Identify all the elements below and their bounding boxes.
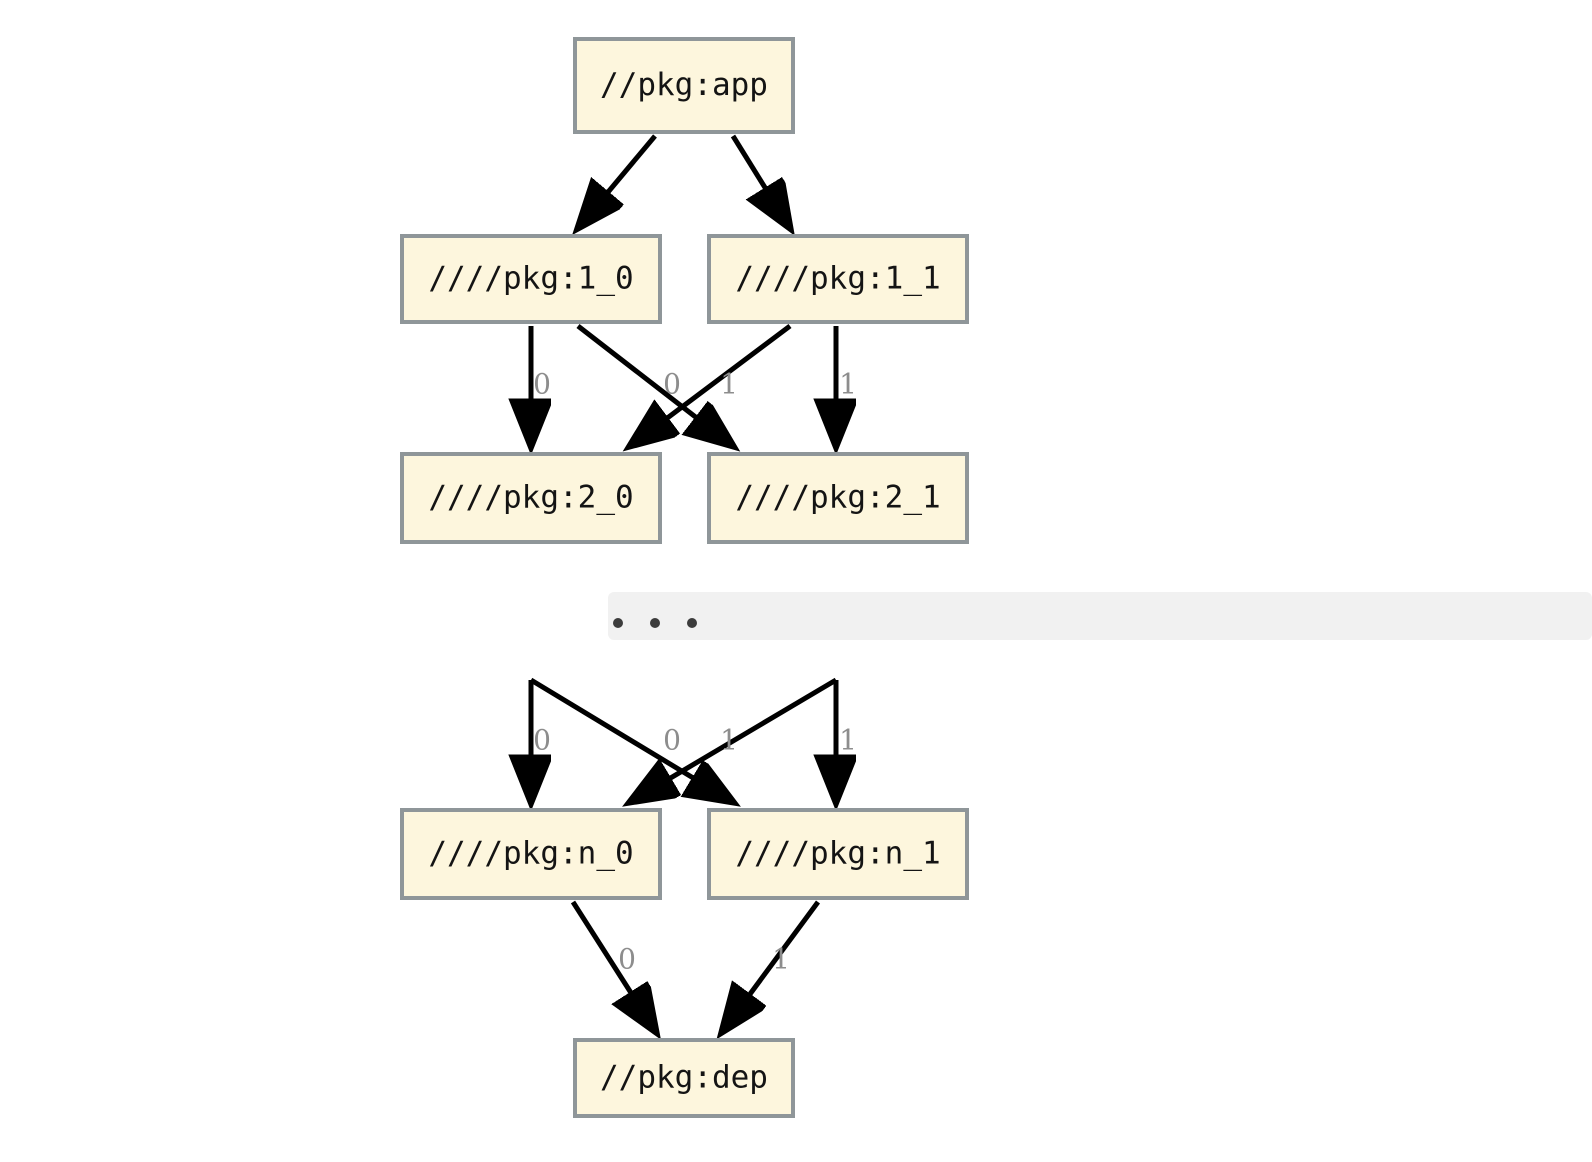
edge-label: 1 <box>772 943 790 976</box>
edges-layer: 0 0 1 1 0 0 1 1 0 1 <box>529 134 857 1032</box>
node-box[interactable] <box>400 808 662 900</box>
edge-label: 0 <box>618 943 636 976</box>
node-label: ////pkg:1_0 <box>428 261 633 297</box>
node-box[interactable] <box>707 452 969 544</box>
edge-label: 1 <box>839 724 857 757</box>
graph-edge: 0 <box>529 677 733 802</box>
graph-node[interactable]: ////pkg:2_0 <box>400 452 662 544</box>
ellipsis-dot <box>613 618 623 628</box>
edge-label: 0 <box>663 724 681 757</box>
graph-edge: 1 <box>722 900 821 1032</box>
graph-node[interactable]: ////pkg:n_0 <box>400 808 662 900</box>
edge-line <box>730 134 790 228</box>
nodes-layer: //pkg:app ////pkg:1_0 ////pkg:1_1 ////pkg:2… <box>400 37 969 1118</box>
node-label: ////pkg:n_0 <box>428 836 633 872</box>
graph-node[interactable]: ////pkg:2_1 <box>707 452 969 544</box>
graph-edge: 0 <box>570 900 656 1032</box>
node-label: //pkg:dep <box>600 1060 768 1096</box>
edge-line <box>630 677 838 802</box>
node-box[interactable] <box>400 234 662 324</box>
node-box[interactable] <box>707 808 969 900</box>
graph-edge <box>578 134 657 228</box>
graph-edge: 0 <box>576 324 733 446</box>
ellipsis-break <box>608 592 1592 640</box>
edge-line <box>578 134 657 228</box>
break-band <box>608 592 1592 640</box>
graph-node[interactable]: ////pkg:1_1 <box>707 234 969 324</box>
graph-edge: 1 <box>836 326 857 446</box>
node-label: ////pkg:n_1 <box>735 836 940 872</box>
graph-edge: 1 <box>630 677 838 802</box>
graph-node[interactable]: //pkg:dep <box>573 1038 795 1118</box>
node-label: //pkg:app <box>600 67 768 103</box>
edge-label: 0 <box>663 368 681 401</box>
graph-edge <box>730 134 790 228</box>
ellipsis-dot <box>687 618 697 628</box>
edge-label: 1 <box>839 368 857 401</box>
node-label: ////pkg:2_1 <box>735 480 940 516</box>
edge-line <box>630 324 792 446</box>
edge-line <box>529 677 733 802</box>
edge-label: 0 <box>533 724 551 757</box>
edge-line <box>722 900 821 1032</box>
ellipsis-dot <box>650 618 660 628</box>
edge-label: 1 <box>720 368 738 401</box>
graph-edge: 0 <box>531 680 551 802</box>
graph-edge: 1 <box>836 680 857 802</box>
node-box[interactable] <box>573 37 795 134</box>
edge-line <box>576 324 733 446</box>
node-box[interactable] <box>573 1038 795 1118</box>
node-label: ////pkg:1_1 <box>735 261 940 297</box>
edge-label: 0 <box>533 368 551 401</box>
graph-node[interactable]: ////pkg:n_1 <box>707 808 969 900</box>
graph-edge: 0 <box>531 326 551 446</box>
edge-label: 1 <box>720 724 738 757</box>
node-label: ////pkg:2_0 <box>428 480 633 516</box>
edge-line <box>570 900 656 1032</box>
node-box[interactable] <box>707 234 969 324</box>
graph-edge: 1 <box>630 324 792 446</box>
node-box[interactable] <box>400 452 662 544</box>
graph-node[interactable]: ////pkg:1_0 <box>400 234 662 324</box>
graph-node[interactable]: //pkg:app <box>573 37 795 134</box>
